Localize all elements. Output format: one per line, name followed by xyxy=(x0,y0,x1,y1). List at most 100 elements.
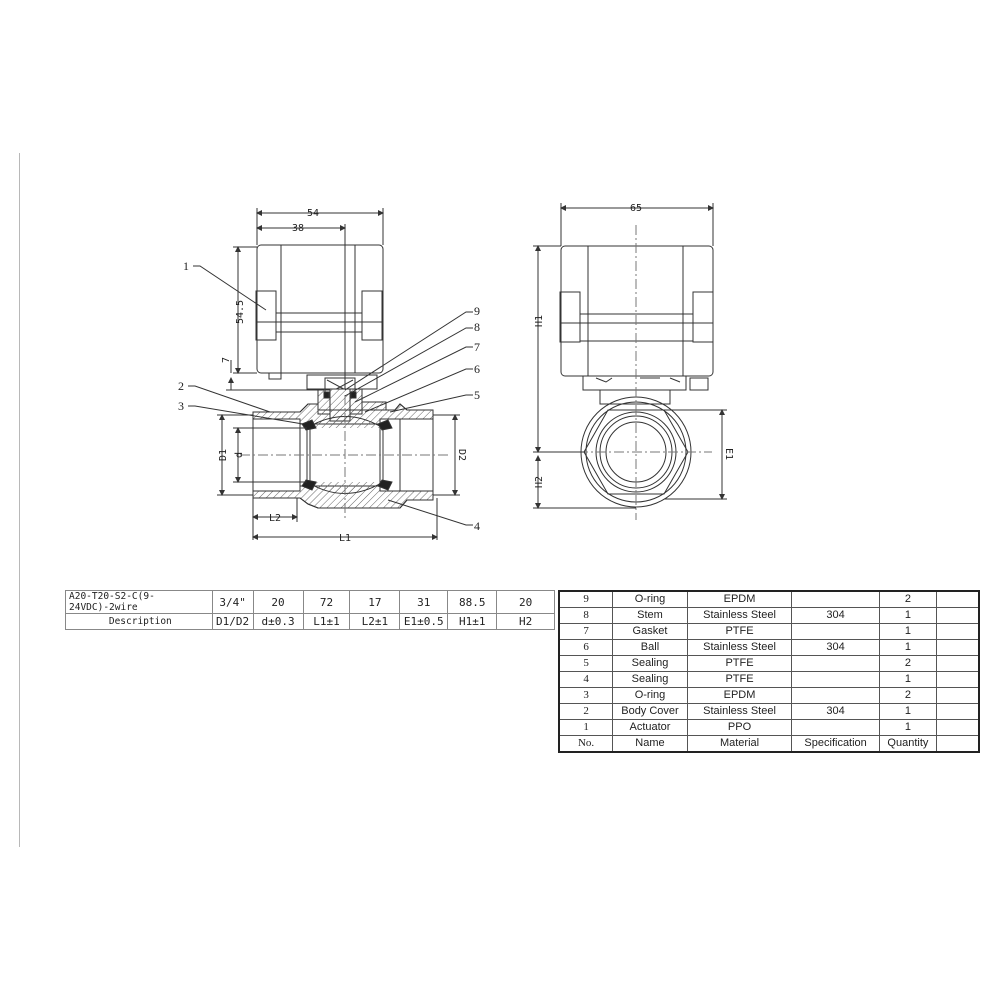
spec-value: 17 xyxy=(349,590,401,614)
dim-D1: D1 xyxy=(218,449,229,461)
spec-value: 20 xyxy=(252,590,304,614)
dim-L2: L2 xyxy=(269,513,281,524)
callout-3: 3 xyxy=(178,399,184,413)
header-name: Name xyxy=(612,735,688,753)
dim-54: 54 xyxy=(307,208,319,219)
callout-8: 8 xyxy=(474,320,480,334)
part-name: Gasket xyxy=(612,623,688,640)
spec-header-row: Description D1/D2 d±0.3 L1±1 L2±1 E1±0.5… xyxy=(65,613,555,630)
dim-d: d xyxy=(234,452,245,458)
part-spec xyxy=(791,671,880,688)
blank-cell xyxy=(935,671,980,688)
callout-1: 1 xyxy=(183,259,189,273)
part-material: EPDM xyxy=(686,590,793,608)
part-number: 7 xyxy=(558,623,614,640)
callout-7: 7 xyxy=(474,340,480,354)
spec-value: 72 xyxy=(302,590,351,614)
part-material: PTFE xyxy=(686,655,793,672)
part-name: O-ring xyxy=(612,590,688,608)
blank-cell xyxy=(935,719,980,736)
part-number: 4 xyxy=(558,671,614,688)
bom-header-row: No. Name Material Specification Quantity xyxy=(558,735,980,753)
dim-H2: H2 xyxy=(534,476,545,488)
header-material: Material xyxy=(686,735,793,753)
part-material: EPDM xyxy=(686,687,793,704)
header-spec: Specification xyxy=(791,735,880,753)
actuator-front xyxy=(255,244,384,380)
part-quantity: 2 xyxy=(878,590,937,608)
part-number: 3 xyxy=(558,687,614,704)
part-quantity: 1 xyxy=(878,607,937,624)
part-spec: 304 xyxy=(791,703,880,720)
callout-2: 2 xyxy=(178,379,184,393)
part-name: O-ring xyxy=(612,687,688,704)
side-view xyxy=(533,203,727,520)
part-quantity: 1 xyxy=(878,703,937,720)
blank-cell xyxy=(935,703,980,720)
part-quantity: 1 xyxy=(878,639,937,656)
side-view-labels: 65 H1 H2 E1 xyxy=(534,203,734,488)
dim-38: 38 xyxy=(292,223,304,234)
part-quantity: 2 xyxy=(878,655,937,672)
part-quantity: 1 xyxy=(878,671,937,688)
spec-value: 88.5 xyxy=(447,590,498,614)
part-spec xyxy=(791,590,880,608)
left-frame-line xyxy=(19,153,20,847)
part-name: Sealing xyxy=(612,655,688,672)
part-name: Sealing xyxy=(612,671,688,688)
spec-header: E1±0.5 xyxy=(399,613,449,630)
part-material: PPO xyxy=(686,719,793,736)
header-blank xyxy=(935,735,980,753)
part-name: Body Cover xyxy=(612,703,688,720)
dim-54-5: 54.5 xyxy=(235,300,246,324)
spec-values-row: A20-T20-S2-C(9-24VDC)-2wire 3/4" 20 72 1… xyxy=(65,590,555,614)
part-number: 5 xyxy=(558,655,614,672)
model-name: A20-T20-S2-C(9-24VDC)-2wire xyxy=(65,590,213,614)
part-material: PTFE xyxy=(686,623,793,640)
blank-cell xyxy=(935,655,980,672)
callout-6: 6 xyxy=(474,362,480,376)
part-spec xyxy=(791,623,880,640)
blank-cell xyxy=(935,590,980,608)
part-number: 1 xyxy=(558,719,614,736)
spec-header: H2 xyxy=(496,613,555,630)
part-quantity: 1 xyxy=(878,719,937,736)
spec-value: 20 xyxy=(496,590,555,614)
dim-D2: D2 xyxy=(456,449,467,461)
blank-cell xyxy=(935,607,980,624)
callout-4: 4 xyxy=(474,519,480,533)
dim-65: 65 xyxy=(630,203,642,214)
blank-cell xyxy=(935,687,980,704)
part-name: Actuator xyxy=(612,719,688,736)
spec-header: L2±1 xyxy=(349,613,401,630)
spec-value: 3/4" xyxy=(211,590,254,614)
part-quantity: 1 xyxy=(878,623,937,640)
spec-header: L1±1 xyxy=(302,613,351,630)
part-name: Ball xyxy=(612,639,688,656)
part-number: 9 xyxy=(558,590,614,608)
part-name: Stem xyxy=(612,607,688,624)
part-material: Stainless Steel xyxy=(686,607,793,624)
front-view-labels: 54 38 54.5 7 D1 d D2 L2 L1 1 2 3 4 5 6 7… xyxy=(178,208,480,544)
description-label: Description xyxy=(65,613,213,630)
part-number: 2 xyxy=(558,703,614,720)
part-spec xyxy=(791,719,880,736)
dim-L1: L1 xyxy=(339,533,351,544)
spec-value: 31 xyxy=(399,590,449,614)
part-spec xyxy=(791,687,880,704)
part-number: 6 xyxy=(558,639,614,656)
part-quantity: 2 xyxy=(878,687,937,704)
part-number: 8 xyxy=(558,607,614,624)
part-spec: 304 xyxy=(791,607,880,624)
spec-table: A20-T20-S2-C(9-24VDC)-2wire 3/4" 20 72 1… xyxy=(65,590,555,630)
spec-header: d±0.3 xyxy=(252,613,304,630)
